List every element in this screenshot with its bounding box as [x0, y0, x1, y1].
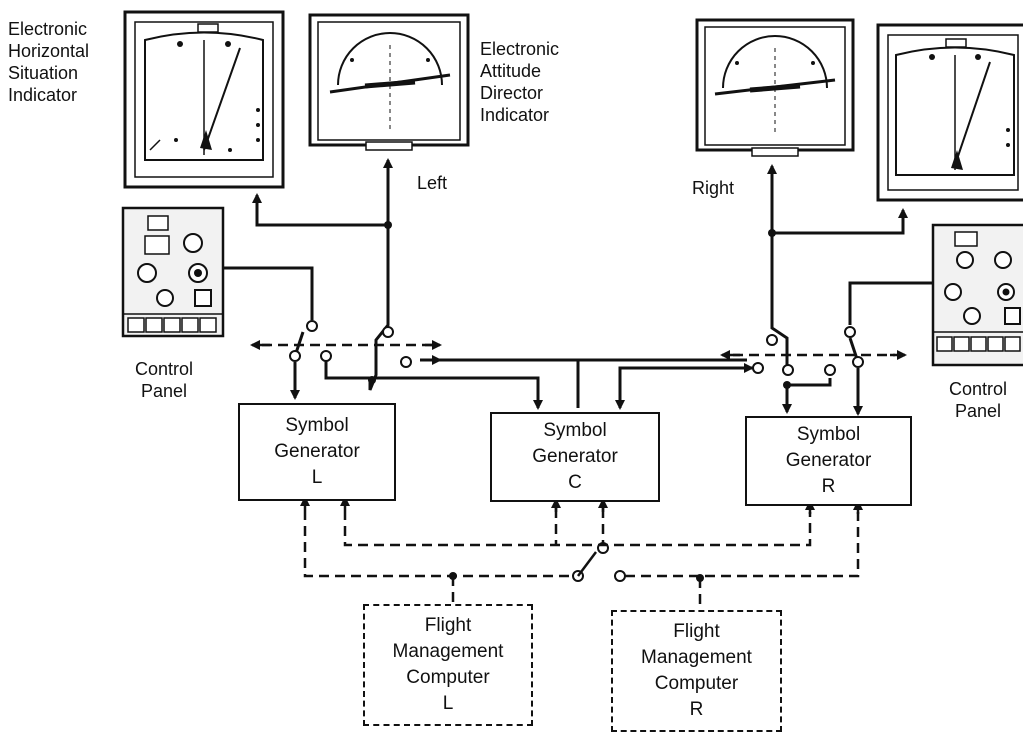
left-control-panel	[121, 206, 225, 338]
eadi-label-line: Director	[480, 83, 544, 103]
box-text: Generator	[532, 446, 618, 467]
control-panel-label-line: Panel	[954, 401, 1002, 421]
transfer-bus-arrows	[250, 340, 907, 360]
box-text: Management	[392, 641, 504, 662]
box-text: R	[689, 699, 704, 720]
box-text: L	[311, 467, 323, 488]
symbol-generator-left: Symbol Generator L	[238, 403, 396, 501]
control-panel-left-label: Control Panel	[124, 358, 204, 402]
box-text: R	[821, 476, 836, 497]
box-text: Symbol	[285, 415, 349, 436]
right-ehsi-display	[876, 23, 1023, 202]
ehsi-label-line: Situation	[8, 63, 79, 83]
ehsi-label: Electronic Horizontal Situation Indicato…	[8, 18, 89, 106]
display-wiring	[223, 158, 933, 416]
transfer-bus-dashed	[262, 343, 895, 357]
eadi-label-line: Indicator	[480, 105, 550, 125]
box-text: Generator	[274, 441, 360, 462]
ehsi-label-line: Horizontal	[8, 41, 90, 61]
left-ehsi-display	[123, 10, 285, 189]
ehsi-label-line: Electronic	[8, 19, 88, 39]
box-text: Symbol	[796, 424, 861, 445]
switch-contacts	[289, 320, 864, 582]
symbol-generator-center: Symbol Generator C	[490, 412, 660, 502]
box-text: C	[568, 472, 582, 493]
box-text: Symbol	[543, 420, 607, 441]
fmc-bus-arrows	[300, 496, 863, 577]
left-eadi-display	[308, 13, 470, 151]
left-side-label: Left	[417, 173, 448, 193]
control-panel-right-label: Control Panel	[938, 378, 1018, 422]
box-text: Generator	[785, 450, 872, 471]
right-control-panel	[931, 223, 1023, 367]
eadi-label-line: Attitude	[480, 61, 542, 81]
flight-management-computer-right: Flight Management Computer R	[611, 610, 782, 732]
eadi-label-line: Electronic	[480, 39, 560, 59]
control-panel-label-line: Control	[948, 379, 1008, 399]
fmc-bus-dashed	[303, 508, 860, 610]
flight-management-computer-left: Flight Management Computer L	[363, 604, 533, 726]
box-text: L	[442, 693, 454, 714]
control-panel-label-line: Control	[134, 359, 194, 379]
box-text: Flight	[424, 615, 472, 636]
box-text: Management	[641, 647, 752, 668]
right-side-label: Right	[692, 178, 735, 198]
control-panel-label-line: Panel	[140, 381, 188, 401]
right-eadi-display	[695, 18, 855, 157]
box-text: Computer	[654, 673, 739, 694]
box-text: Flight	[673, 621, 720, 642]
box-text: Computer	[406, 667, 490, 688]
eadi-label: Electronic Attitude Director Indicator	[480, 38, 559, 126]
ehsi-label-line: Indicator	[8, 85, 78, 105]
symbol-generator-right: Symbol Generator R	[745, 416, 912, 506]
